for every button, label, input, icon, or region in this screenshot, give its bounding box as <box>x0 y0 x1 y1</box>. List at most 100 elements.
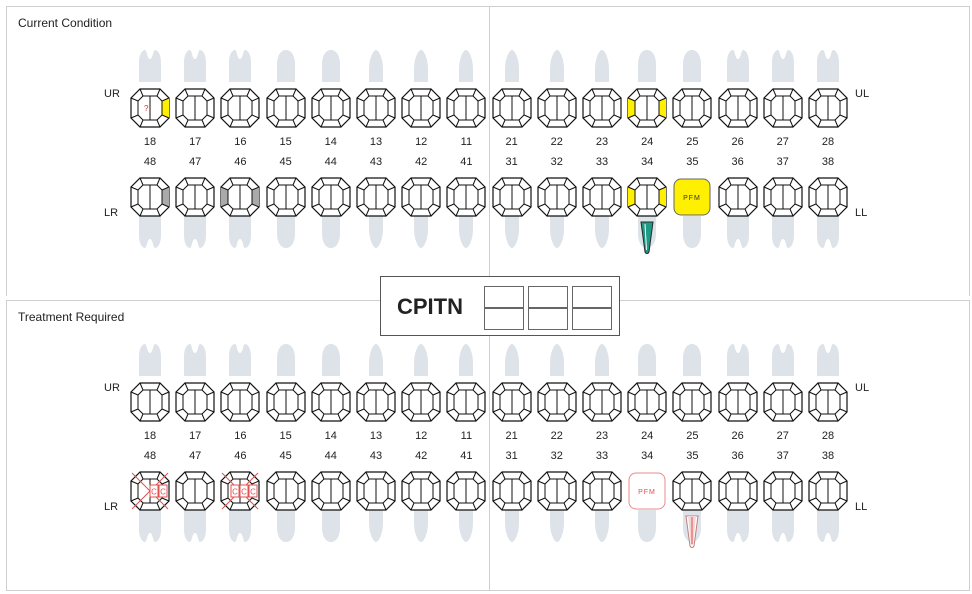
tooth-22[interactable] <box>537 382 577 422</box>
cpitn-cell-5[interactable] <box>528 308 568 330</box>
cpitn-cell-6[interactable] <box>572 308 612 330</box>
tooth-14[interactable] <box>311 382 351 422</box>
tooth-41[interactable] <box>446 471 486 511</box>
tooth-23[interactable] <box>582 88 622 128</box>
tooth-47[interactable] <box>175 177 215 217</box>
tooth-17[interactable] <box>175 88 215 128</box>
tooth-38[interactable] <box>808 471 848 511</box>
tooth-15[interactable] <box>265 88 306 128</box>
tooth-12[interactable] <box>401 382 441 422</box>
tooth-silhouette <box>723 49 753 83</box>
cpitn-cell-1[interactable] <box>484 286 524 308</box>
tooth-number-45: 45 <box>279 156 292 168</box>
tooth-number-18: 18 <box>143 430 157 442</box>
tooth-23[interactable] <box>582 382 622 422</box>
tooth-silhouette <box>768 509 798 543</box>
cpitn-cell-4[interactable] <box>484 308 524 330</box>
tooth-35[interactable] <box>672 471 712 511</box>
tooth-17[interactable] <box>175 382 215 422</box>
tooth-silhouette <box>723 509 753 543</box>
current-condition-title: Current Condition <box>18 16 113 30</box>
tooth-31[interactable] <box>491 471 532 511</box>
tooth-silhouette <box>587 215 617 249</box>
tooth-41[interactable] <box>446 177 486 217</box>
tooth-number-22: 22 <box>550 430 563 442</box>
tooth-15[interactable] <box>265 382 306 422</box>
tooth-13[interactable] <box>356 88 396 128</box>
tooth-36[interactable] <box>717 177 758 217</box>
tooth-11[interactable] <box>446 382 486 422</box>
tooth-25[interactable] <box>672 382 712 422</box>
tooth-14[interactable] <box>311 88 351 128</box>
tooth-silhouette <box>723 343 753 377</box>
tooth-36[interactable] <box>717 471 758 511</box>
tooth-42[interactable] <box>401 471 441 511</box>
tooth-26[interactable] <box>717 88 758 128</box>
tooth-44[interactable] <box>311 177 351 217</box>
tooth-33[interactable] <box>582 471 622 511</box>
tooth-22[interactable] <box>537 88 577 128</box>
tooth-13[interactable] <box>356 382 396 422</box>
tooth-38[interactable] <box>808 177 848 217</box>
root-canal-icon <box>639 221 655 255</box>
tooth-silhouette <box>632 343 662 377</box>
tooth-34[interactable]: PFM <box>627 471 667 511</box>
tooth-24[interactable] <box>627 88 667 128</box>
tooth-silhouette <box>406 509 436 543</box>
tooth-46[interactable] <box>220 177 260 217</box>
tooth-silhouette <box>180 509 210 543</box>
tooth-27[interactable] <box>763 382 803 422</box>
tooth-25[interactable] <box>672 88 712 128</box>
quadrant-label-ll: LL <box>855 501 868 513</box>
tooth-32[interactable] <box>537 471 577 511</box>
tooth-27[interactable] <box>763 88 803 128</box>
tooth-16[interactable] <box>220 88 260 128</box>
tooth-44[interactable] <box>311 471 351 511</box>
tooth-number-21: 21 <box>505 136 518 148</box>
tooth-16[interactable] <box>220 382 260 422</box>
tooth-11[interactable] <box>446 88 486 128</box>
tooth-37[interactable] <box>763 177 803 217</box>
tooth-45[interactable] <box>265 177 306 217</box>
cpitn-cell-2[interactable] <box>528 286 568 308</box>
tooth-43[interactable] <box>356 177 396 217</box>
crown-label: PFM <box>638 489 656 496</box>
tooth-28[interactable] <box>808 382 848 422</box>
cpitn-label: CPITN <box>397 294 463 319</box>
tooth-18[interactable]: ? <box>130 88 170 128</box>
tooth-47[interactable] <box>175 471 215 511</box>
tooth-number-27: 27 <box>776 430 789 442</box>
tooth-37[interactable] <box>763 471 803 511</box>
tooth-12[interactable] <box>401 88 441 128</box>
tooth-silhouette <box>135 215 165 249</box>
tooth-silhouette <box>497 215 527 249</box>
tooth-21[interactable] <box>491 88 532 128</box>
tooth-silhouette <box>677 215 707 249</box>
tooth-42[interactable] <box>401 177 441 217</box>
cpitn-cell-3[interactable] <box>572 286 612 308</box>
tooth-48[interactable] <box>130 177 170 217</box>
tooth-number-38: 38 <box>821 156 835 168</box>
tooth-34[interactable] <box>627 177 667 217</box>
tooth-28[interactable] <box>808 88 848 128</box>
tooth-24[interactable] <box>627 382 667 422</box>
tooth-43[interactable] <box>356 471 396 511</box>
tooth-31[interactable] <box>491 177 532 217</box>
tooth-33[interactable] <box>582 177 622 217</box>
tooth-number-42: 42 <box>415 450 428 462</box>
tooth-35[interactable]: PFM <box>672 177 712 217</box>
tooth-number-23: 23 <box>595 136 609 148</box>
tooth-number-14: 14 <box>324 136 337 148</box>
tooth-silhouette <box>406 343 436 377</box>
tooth-21[interactable] <box>491 382 532 422</box>
tooth-silhouette <box>316 215 346 249</box>
tooth-silhouette <box>451 215 481 249</box>
tooth-number-15: 15 <box>279 430 292 442</box>
tooth-26[interactable] <box>717 382 758 422</box>
tooth-32[interactable] <box>537 177 577 217</box>
svg-text:?: ? <box>144 104 149 113</box>
tooth-18[interactable] <box>130 382 170 422</box>
tooth-45[interactable] <box>265 471 306 511</box>
